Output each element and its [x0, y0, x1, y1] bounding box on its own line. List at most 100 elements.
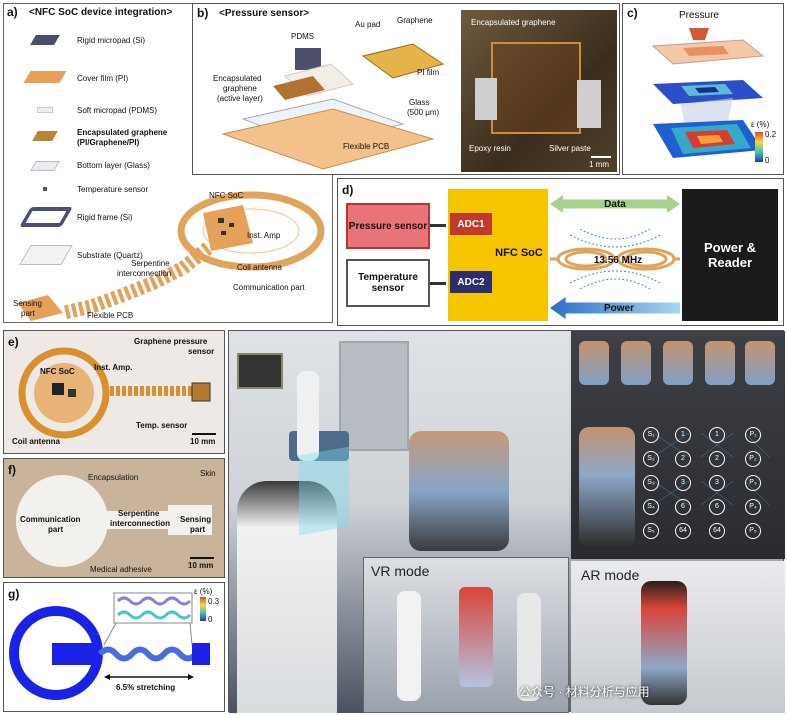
network-node-in-4: S₄ [643, 499, 659, 515]
power-label: Power [603, 302, 634, 314]
watermark: 公众号 · 材料分析与应用 [519, 685, 650, 699]
label-medical-adhesive: Medical adhesive [90, 565, 152, 574]
label-pdms: PDMS [291, 32, 315, 41]
network-node-in-1: S₁ [643, 427, 659, 443]
posture-4 [705, 341, 735, 385]
pressure-sensor-exploded-view [221, 43, 445, 170]
device-photo [18, 347, 211, 439]
hospital-scene: VR mode [229, 331, 569, 713]
panel-b-title: <Pressure sensor> [219, 8, 310, 19]
legend-rigid-micropad: Rigid micropad (Si) [77, 36, 146, 45]
pressure-sensor-box: Pressure sensor [346, 203, 430, 249]
colorbar [200, 597, 206, 621]
photo-label-silver-paste: Silver paste [549, 144, 591, 153]
ar-mode-label: AR mode [581, 567, 640, 583]
panel-e-label: e) [8, 335, 19, 349]
posture-1 [579, 341, 609, 385]
legend-temperature-sensor: Temperature sensor [77, 185, 149, 194]
network-node-h2-2: 2 [709, 451, 725, 467]
label-au-pad: Au pad [355, 20, 381, 29]
coil-antenna-diagram [550, 228, 680, 290]
scale-bar-label: 10 mm [190, 437, 216, 446]
colorbar-max: 0.2 [765, 130, 777, 139]
strain-simulation [651, 28, 765, 158]
scale-bar [591, 156, 611, 158]
network-node-out-1: P₁ [745, 427, 761, 443]
network-node-h1-1: 1 [675, 427, 691, 443]
stretching-simulation [9, 592, 210, 700]
label-communication-part: part [48, 525, 64, 534]
network-node-h2-3: 3 [709, 475, 725, 491]
silver-paste-left [475, 78, 497, 120]
network-node-h1-4: 6 [675, 499, 691, 515]
bottom-layer-icon [30, 161, 60, 171]
device-label-inst-amp: Inst. Amp [247, 231, 281, 240]
temperature-sensor-box: Temperature sensor [346, 259, 430, 307]
panel-g-label: g) [8, 587, 20, 601]
vr-patient-highlight [459, 587, 493, 687]
vr-doctor-small [397, 591, 421, 701]
photo-label-epoxy-resin: Epoxy resin [469, 144, 511, 153]
posture-3 [663, 341, 693, 385]
device-label-serpentine: Serpentine [131, 259, 170, 268]
photo-label-sensor: sensor [188, 347, 215, 356]
arrow-pressure-to-adc [430, 224, 446, 227]
legend-soft-micropad: Soft micropad (PDMS) [77, 106, 158, 115]
photo-label-graphene-pressure: Graphene pressure [134, 337, 208, 346]
photo-label-coil-antenna: Coil antenna [12, 437, 61, 446]
label-sensing-part: part [190, 525, 206, 534]
label-communication: Communication [20, 515, 81, 524]
frequency-label: 13.56 MHz [593, 254, 643, 266]
network-node-out-3: P₃ [745, 475, 761, 491]
legend-cover-film: Cover film (PI) [77, 74, 129, 83]
posture-network-panel [571, 331, 785, 559]
encapsulated-graphene-region [491, 42, 581, 134]
flexible-device-illustration [18, 191, 325, 321]
colorbar [755, 132, 763, 162]
rigid-micropad-icon [30, 35, 60, 45]
posture-2 [621, 341, 651, 385]
panel-d: d) Pressure sensor Temperature sensor AD… [337, 178, 784, 326]
arrow-temperature-to-adc [430, 282, 446, 285]
adc2-box: ADC2 [450, 271, 492, 293]
photo-label-encapsulated-graphene: Encapsulated graphene [471, 18, 556, 27]
panel-f-label: f) [8, 463, 16, 477]
network-node-out-4: P₄ [745, 499, 761, 515]
posture-5 [745, 341, 775, 385]
colorbar-max: 0.3 [208, 597, 220, 606]
photo-label-inst-amp: Inst. Amp. [94, 363, 133, 372]
label-graphene-2: graphene [223, 84, 257, 93]
photo-label-temp-sensor: Temp. sensor [136, 421, 188, 430]
pressure-sensor-photo: Encapsulated graphene Epoxy resin Silver… [461, 10, 617, 172]
network-node-h2-5: 64 [709, 523, 725, 539]
soft-micropad-icon [37, 107, 53, 113]
label-serpentine: Serpentine [118, 509, 160, 518]
temperature-sensor-icon [43, 187, 47, 191]
pressure-title: Pressure [679, 10, 720, 21]
colorbar-label: ε (%) [751, 120, 770, 129]
silver-paste-right [577, 80, 601, 128]
skin-device-photo [16, 475, 212, 567]
colorbar-min: 0 [208, 615, 213, 624]
legend-substrate: Substrate (Quartz) [77, 251, 143, 260]
label-pi-film: PI film [417, 68, 440, 77]
ar-patient [641, 581, 687, 705]
label-encapsulated: Encapsulated [213, 74, 262, 83]
nfc-soc-box [448, 189, 548, 321]
adc1-box: ADC1 [450, 213, 492, 235]
cover-film-icon [23, 71, 67, 83]
scale-bar-label: 1 mm [589, 160, 609, 169]
panel-c: c) Pressure ε (%) 0.2 0 [622, 3, 784, 175]
label-flexible-pcb: Flexible PCB [343, 142, 390, 151]
hologram-panel [299, 446, 349, 536]
label-graphene: Graphene [397, 16, 433, 25]
doctor-standing [297, 371, 319, 461]
panel-b: b) <Pressure sensor> PDMS Au pad Graphen… [192, 3, 620, 175]
panel-c-label: c) [627, 6, 638, 20]
seated-patient [579, 427, 635, 547]
data-label: Data [604, 198, 626, 210]
panel-g: g) ε (%) 0.3 0 6.5% stretching [3, 582, 225, 712]
vr-mode-label: VR mode [371, 563, 430, 579]
network-node-in-2: S₂ [643, 451, 659, 467]
panel-e: e) Graphene pressure sensor NFC SoC Inst… [3, 330, 225, 454]
